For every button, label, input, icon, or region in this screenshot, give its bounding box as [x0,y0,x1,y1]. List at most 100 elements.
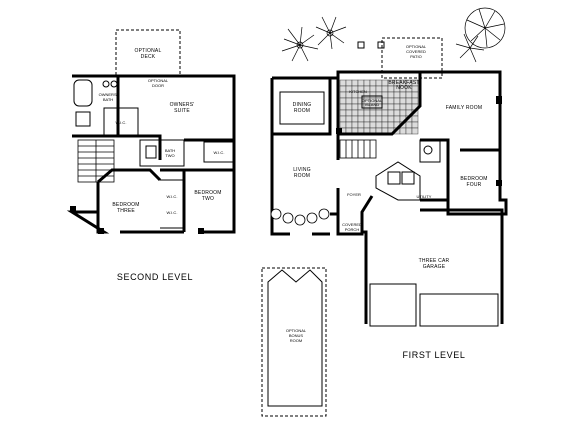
kitchen-tile [363,109,371,117]
kitchen-tile [381,103,389,111]
kitchen-tile [399,91,407,99]
bonus-room-label-1: OPTIONAL [286,328,307,333]
kitchen-tile [357,121,365,129]
kitchen-tile [345,103,353,111]
patio-label-1: OPTIONAL [406,44,427,49]
bath-bedroom-four-walls [419,139,441,163]
kitchen-tile [363,115,371,123]
owners-bath-label-1: OWNERS' [99,92,118,97]
kitchen-tile [357,109,365,117]
kitchen-tile [405,103,413,111]
kitchen-tile [405,91,413,99]
optional-door-label-1: OPTIONAL [148,78,169,83]
patio-label-2: COVERED [406,49,426,54]
second-level-title: SECOND LEVEL [117,272,193,282]
shower [75,111,91,127]
bath-two-label-1: BATH [165,148,175,153]
kitchen-tile [399,127,407,135]
kitchen-tile [387,121,395,129]
kitchen-tile [399,103,407,111]
kitchen-tile [369,85,377,93]
kitchen-tile [339,109,347,117]
garage-wall [362,208,504,324]
kitchen-tile [351,121,359,129]
kitchen-tile [381,121,389,129]
garage-label-2: GARAGE [423,264,446,270]
bedroom-two-label-2: TWO [202,196,214,202]
kitchen-tile [339,97,347,105]
patio-post-1 [357,41,365,49]
garage-label-1: THREE CAR [419,258,450,264]
kitchen-tile [345,97,353,105]
kitchen-tile [387,85,395,93]
kitchen-tile [369,115,377,123]
bath-two-label-2: TWO [165,153,174,158]
kitchen-tile [387,103,395,111]
dining-table-outline [279,91,325,125]
wic-lower-label-2: W.I.C. [167,210,178,215]
kitchen-tile [381,115,389,123]
utility-walls [375,161,421,201]
kitchen-tile [345,109,353,117]
kitchen-tile [381,97,389,105]
utility-label: UTILITY [417,194,432,199]
kitchen-tile [387,97,395,105]
wic-lower-walls [160,179,185,229]
optional-bonus-room-outline [261,267,327,417]
kitchen-tile [351,103,359,111]
kitchen-tile [393,97,401,105]
owners-wic-label: W.I.C. [116,120,127,125]
kitchen-tile [345,115,353,123]
kitchen-tile [357,115,365,123]
bonus-room-label-2: BONUS [289,333,304,338]
kitchen-tile [411,85,419,93]
dining-room-wall [272,78,332,136]
optional-covered-patio-outline [381,37,443,79]
kitchen-tile [363,121,371,129]
bathtub [73,79,93,107]
kitchen-tile [381,85,389,93]
island-label-1: OPTIONAL [362,98,383,103]
breakfast-nook-label-1: BREAKFAST [388,80,419,86]
garage-door-2 [419,293,499,327]
kitchen-tile [339,85,347,93]
first-level-title: FIRST LEVEL [403,350,466,360]
covered-porch-label-2: PORCH [345,227,360,232]
bonus-room-label-3: ROOM [290,338,302,343]
owners-suite-label-1: OWNERS' [170,102,195,108]
kitchen-tile [351,97,359,105]
patio-post-2 [377,41,385,49]
kitchen-tile [375,121,383,129]
second-level-stair [77,139,115,183]
kitchen-tile [387,109,395,117]
kitchen-tile [393,115,401,123]
kitchen-tile [411,127,419,135]
breakfast-nook-label-2: NOOK [396,85,412,91]
kitchen-tile [339,121,347,129]
kitchen-tile [339,91,347,99]
kitchen-tile [369,121,377,129]
wic-lower-label-1: W.I.C. [167,194,178,199]
optional-island [361,95,383,109]
kitchen-tile [375,79,383,87]
kitchen-tile [381,79,389,87]
window-block-1 [98,228,104,234]
kitchen-tile [381,91,389,99]
kitchen-tile [411,115,419,123]
bedroom-four-label-1: BEDROOM [460,176,487,182]
kitchen-tile [357,103,365,111]
kitchen-tile [393,109,401,117]
patio-label-3: PATIO [410,54,421,59]
dining-room-label-1: DINING [293,102,312,108]
front-bushes [270,208,330,226]
kitchen-tile [345,79,353,87]
first-level-plan: OPTIONAL COVERED PATIO [261,7,508,417]
bath-two-tub [145,145,157,159]
living-room-label-2: ROOM [294,173,310,179]
kitchen-tile [369,79,377,87]
kitchen-tile [351,79,359,87]
kitchen-tile [405,127,413,135]
window-block-kit [336,128,342,134]
kitchen-tile [411,91,419,99]
